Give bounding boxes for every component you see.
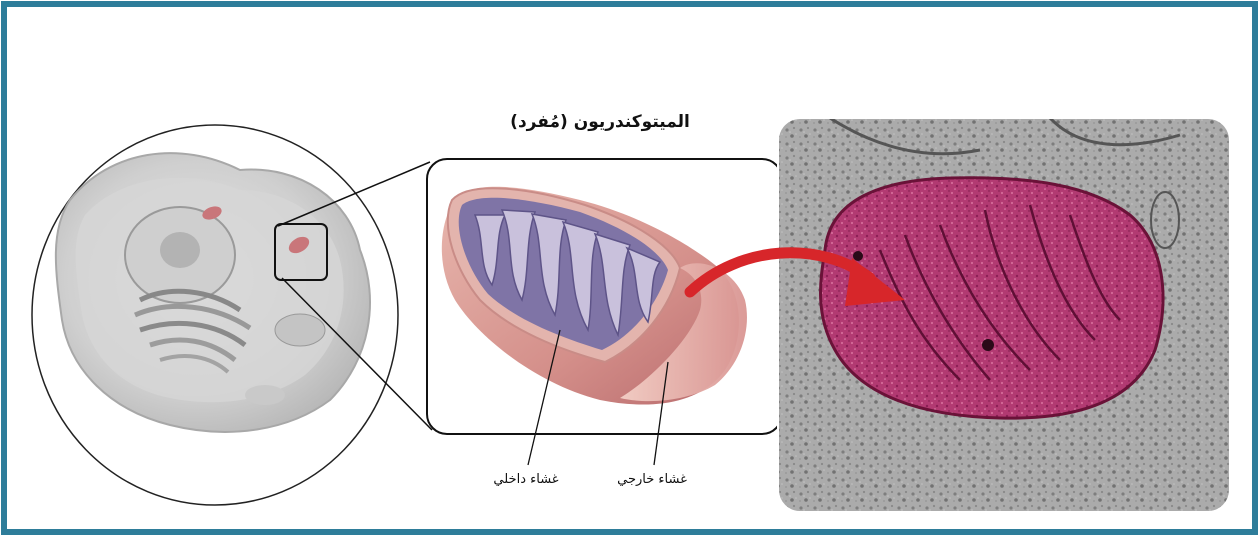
mitochondrion-illustration: [427, 159, 782, 465]
cell-illustration: [32, 125, 398, 505]
inner-membrane-label: غشاء داخلي: [466, 472, 586, 487]
figure-title: الميتوكندريون (مُفرد): [480, 112, 720, 132]
electron-micrograph: [778, 118, 1230, 512]
outer-membrane-label: غشاء خارجي: [592, 472, 712, 487]
